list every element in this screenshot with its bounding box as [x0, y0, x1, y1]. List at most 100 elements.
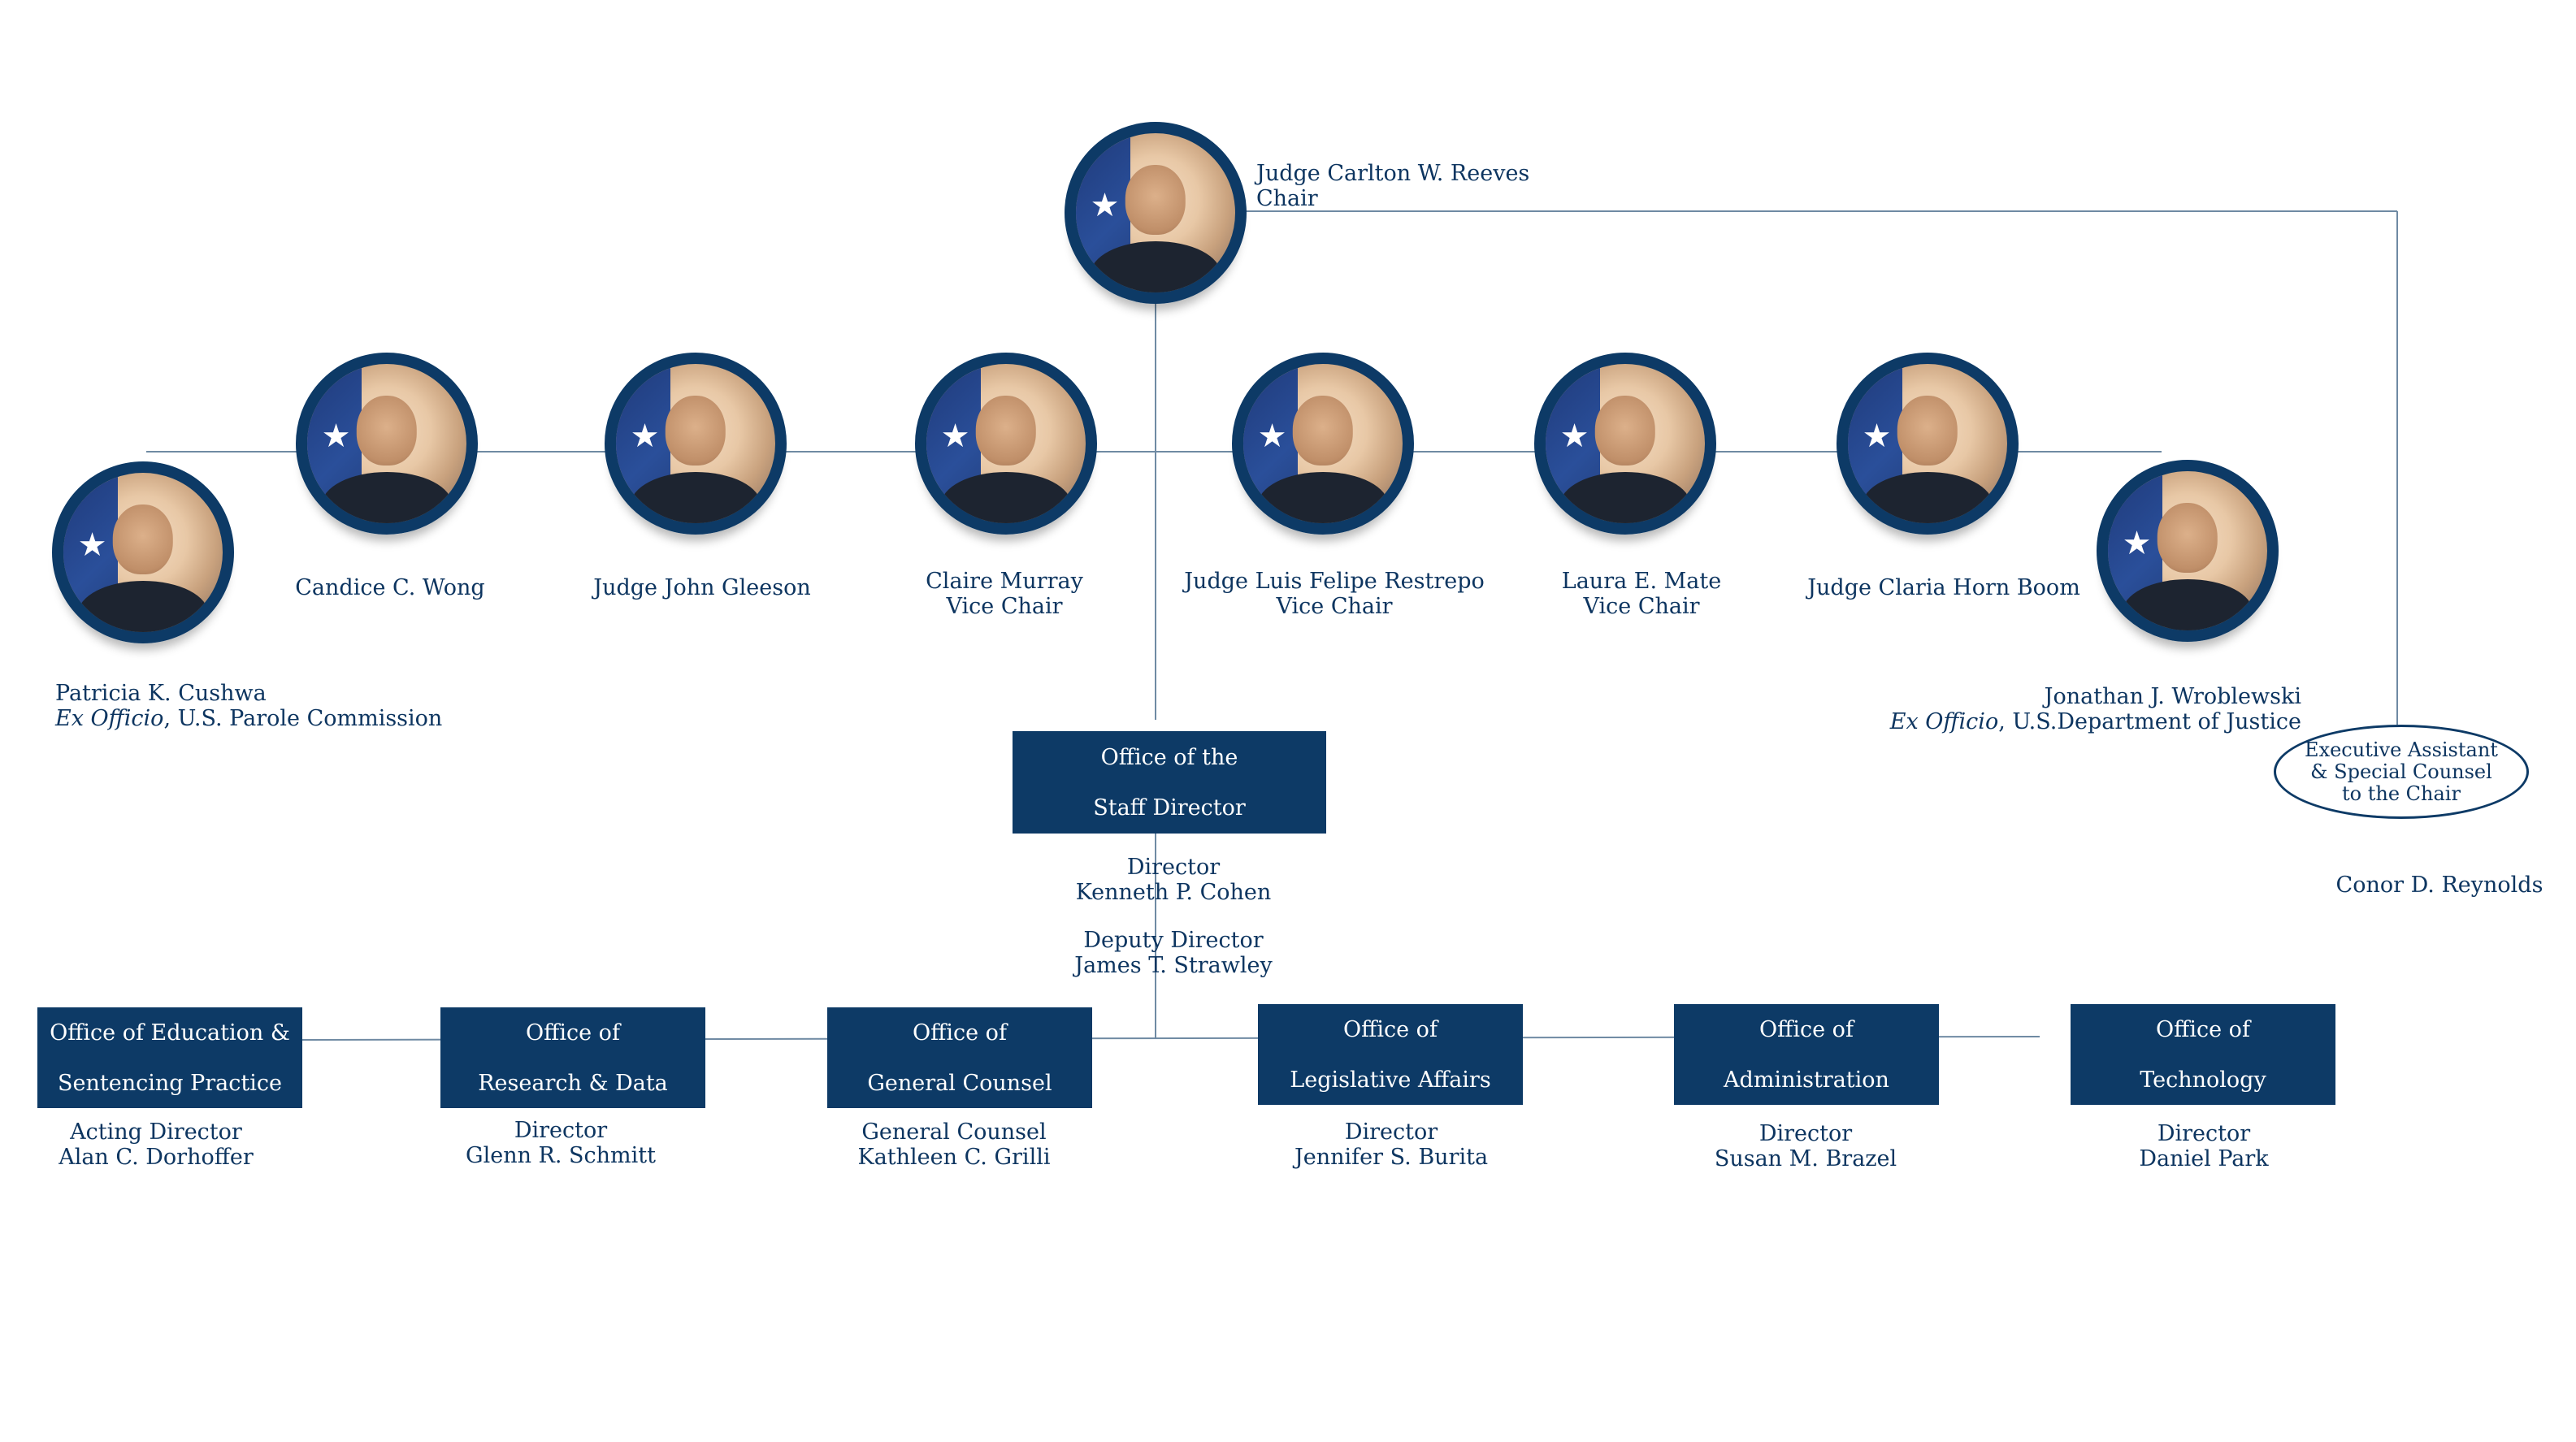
executive-assistant-oval: Executive Assistant & Special Counsel to…: [2274, 725, 2529, 819]
head-name: Daniel Park: [2139, 1146, 2269, 1171]
portrait-head: [1125, 165, 1186, 236]
office-label-line1: Office of Education &: [50, 1020, 290, 1046]
head-title: Director: [1759, 1121, 1853, 1146]
star-icon: ★: [1257, 417, 1287, 455]
office-box-label: Office of General Counsel: [867, 995, 1052, 1121]
commissioner-photo-cushwa: ★: [52, 461, 234, 643]
office-head-counsel: General Counsel Kathleen C. Grilli: [858, 1119, 1051, 1170]
portrait-body: [1862, 472, 1993, 523]
commissioner-photo-boom: ★: [1837, 353, 2019, 535]
commissioner-label-gleeson: Judge John Gleeson: [593, 575, 810, 600]
office-box-label: Office of Research & Data: [478, 995, 668, 1121]
commissioner-label-cushwa: Patricia K. Cushwa Ex Officio, U.S. Paro…: [55, 681, 442, 731]
executive-assistant-name: Conor D. Reynolds: [2335, 873, 2543, 898]
portrait-head: [1897, 396, 1958, 466]
star-icon: ★: [77, 526, 107, 564]
director-name: Kenneth P. Cohen: [1075, 880, 1272, 905]
office-label-line2: Staff Director: [1093, 795, 1246, 821]
star-icon: ★: [1862, 417, 1892, 455]
office-box-label: Office of the Staff Director: [1093, 720, 1246, 846]
commissioner-title: Vice Chair: [1583, 594, 1700, 619]
office-label-line1: Office of: [1343, 1016, 1438, 1042]
office-box-label: Office of Administration: [1724, 992, 1889, 1118]
head-title: Acting Director: [70, 1119, 242, 1145]
office-label-line2: General Counsel: [867, 1070, 1052, 1096]
commissioner-name: Judge Claria Horn Boom: [1807, 575, 2080, 600]
star-icon: ★: [630, 417, 660, 455]
star-icon: ★: [940, 417, 970, 455]
office-head-research: Director Glenn R. Schmitt: [466, 1118, 656, 1168]
executive-assistant-label: Executive Assistant & Special Counsel to…: [2305, 738, 2498, 805]
ex-officio-text: Ex Officio: [1889, 709, 1999, 734]
head-name: Glenn R. Schmitt: [466, 1143, 656, 1168]
portrait-body: [940, 472, 1072, 523]
star-icon: ★: [1090, 186, 1120, 224]
commissioner-photo-wong: ★: [296, 353, 478, 535]
chair-label: Judge Carlton W. Reeves Chair: [1256, 161, 1529, 211]
chair-photo: ★: [1065, 122, 1247, 304]
office-head-education: Acting Director Alan C. Dorhoffer: [59, 1119, 254, 1170]
commissioner-label-wroblewski: Jonathan J. Wroblewski Ex Officio, U.S.D…: [1890, 684, 2301, 734]
office-label-line2: Administration: [1724, 1067, 1889, 1093]
commissioner-title: Ex Officio, U.S. Parole Commission: [55, 706, 442, 731]
portrait-body: [1559, 472, 1691, 523]
commissioner-name: Candice C. Wong: [295, 575, 485, 600]
office-label-line1: Office of: [2156, 1016, 2250, 1042]
office-label-line2: Legislative Affairs: [1290, 1067, 1491, 1093]
commissioner-label-restrepo: Judge Luis Felipe Restrepo Vice Chair: [1184, 569, 1485, 619]
commissioner-name: Patricia K. Cushwa: [55, 681, 267, 706]
head-name: Alan C. Dorhoffer: [59, 1145, 254, 1170]
head-title: Director: [2157, 1121, 2251, 1146]
office-box-label: Office of Technology: [2140, 992, 2266, 1118]
office-label-line1: Office of: [913, 1020, 1007, 1046]
commissioner-label-boom: Judge Claria Horn Boom: [1807, 575, 2080, 600]
commissioner-name: Laura E. Mate: [1561, 569, 1722, 594]
portrait-head: [112, 504, 174, 575]
commissioner-title: Ex Officio, U.S.Department of Justice: [1890, 709, 2301, 734]
office-box-counsel: Office of General Counsel: [827, 1007, 1092, 1108]
office-box-administration: Office of Administration: [1674, 1004, 1939, 1105]
commissioner-photo-gleeson: ★: [605, 353, 787, 535]
head-name: Kathleen C. Grilli: [857, 1145, 1051, 1170]
commissioner-label-wong: Candice C. Wong: [295, 575, 484, 600]
office-head-legislative: Director Jennifer S. Burita: [1295, 1119, 1488, 1170]
commissioner-name: Claire Murray: [926, 569, 1083, 594]
office-label-line1: Office of: [1759, 1016, 1854, 1042]
deputy-name: James T. Strawley: [1074, 953, 1273, 978]
director-title: Director: [1126, 855, 1221, 880]
head-title: Director: [1344, 1119, 1438, 1145]
office-label-line2: Technology: [2140, 1067, 2266, 1093]
head-title: General Counsel: [861, 1119, 1047, 1145]
head-name: Susan M. Brazel: [1714, 1146, 1897, 1171]
head-title: Director: [514, 1118, 608, 1143]
commissioner-title: Vice Chair: [1276, 594, 1393, 619]
office-head-administration: Director Susan M. Brazel: [1715, 1121, 1897, 1171]
office-box-legislative: Office of Legislative Affairs: [1258, 1004, 1523, 1105]
commissioner-name: Judge John Gleeson: [593, 575, 811, 600]
commissioner-affiliation: , U.S.Department of Justice: [1998, 709, 2301, 734]
commissioner-photo-restrepo: ★: [1232, 353, 1414, 535]
commissioner-title: Vice Chair: [946, 594, 1063, 619]
assistant-line3: to the Chair: [2342, 782, 2461, 805]
office-head-technology: Director Daniel Park: [2139, 1121, 2268, 1171]
portrait-body: [2122, 579, 2253, 630]
assistant-line2: & Special Counsel: [2310, 760, 2492, 783]
chair-title: Chair: [1256, 186, 1318, 211]
portrait-body: [1090, 241, 1221, 292]
commissioner-label-murray: Claire Murray Vice Chair: [926, 569, 1083, 619]
portrait-head: [665, 396, 726, 466]
ex-officio-text: Ex Officio: [55, 706, 164, 731]
portrait-head: [356, 396, 418, 466]
deputy-director-label: Deputy Director James T. Strawley: [1074, 928, 1272, 978]
head-name: Jennifer S. Burita: [1294, 1145, 1489, 1170]
office-label-line2: Research & Data: [478, 1070, 668, 1096]
portrait-body: [77, 581, 209, 632]
office-box-education: Office of Education & Sentencing Practic…: [37, 1007, 302, 1108]
star-icon: ★: [2122, 524, 2152, 562]
star-icon: ★: [321, 417, 351, 455]
commissioner-label-mate: Laura E. Mate Vice Chair: [1562, 569, 1721, 619]
commissioner-name: Jonathan J. Wroblewski: [2044, 684, 2301, 709]
portrait-body: [630, 472, 761, 523]
portrait-head: [1292, 396, 1354, 466]
commissioner-photo-wroblewski: ★: [2097, 460, 2279, 642]
